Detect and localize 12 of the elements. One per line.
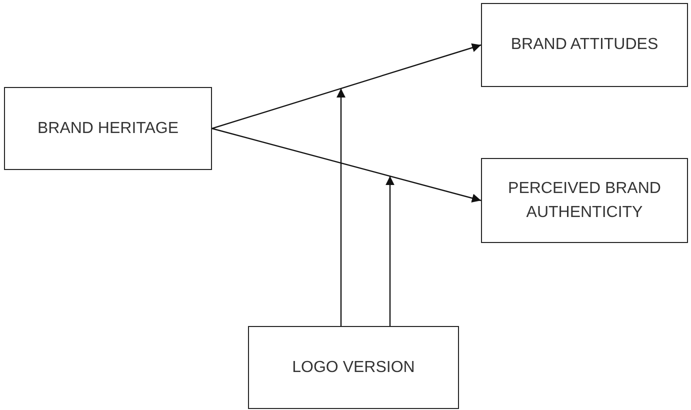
moderator-arrow bbox=[336, 88, 346, 326]
arrow bbox=[212, 43, 482, 130]
concept-label: LOGO VERSION bbox=[292, 358, 415, 378]
arrow bbox=[212, 128, 482, 203]
concept-box bbox=[481, 158, 688, 243]
concept-label: BRAND ATTITUDES bbox=[510, 35, 658, 55]
concept-label: BRAND HERITAGE bbox=[37, 118, 179, 138]
concept-box bbox=[481, 3, 688, 87]
concept-label: PERCEIVED BRAND AUTHENTICITY bbox=[507, 178, 662, 222]
moderator-arrow bbox=[386, 176, 394, 326]
concept-box bbox=[248, 326, 459, 409]
concept-box bbox=[4, 87, 212, 170]
